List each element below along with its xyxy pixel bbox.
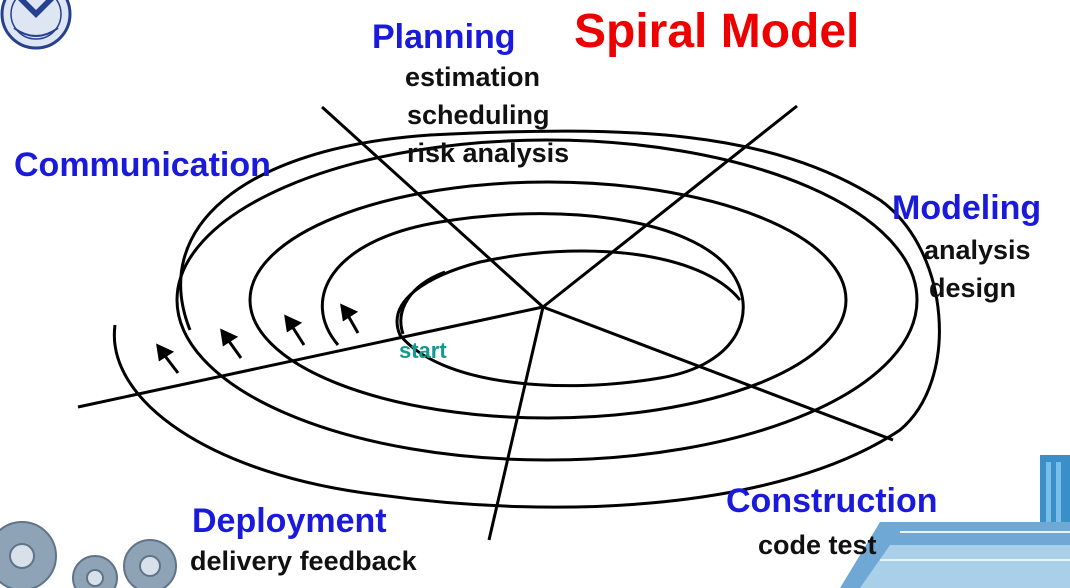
- university-logo-icon: [0, 0, 72, 50]
- axis-modeling: [542, 104, 798, 309]
- spiral-inner: [320, 212, 745, 388]
- axis-construction: [542, 305, 894, 442]
- axis-deployment: [487, 306, 545, 541]
- progress-arrows: [156, 303, 360, 374]
- building-icon: [840, 455, 1070, 588]
- spiral-curves: [112, 129, 941, 509]
- spiral-ring-2: [248, 180, 848, 420]
- axis-communication: [77, 305, 544, 409]
- axis-planning: [320, 105, 545, 309]
- planning-task-estimation: estimation: [405, 62, 541, 92]
- modeling-task-analysis: analysis: [924, 235, 1031, 265]
- phase-planning: Planning: [372, 18, 516, 56]
- start-label: start: [399, 338, 447, 363]
- phase-modeling: Modeling: [892, 189, 1042, 227]
- phase-deployment: Deployment: [192, 502, 387, 540]
- spiral-axes: [77, 104, 894, 541]
- phase-construction: Construction: [726, 482, 938, 520]
- spiral-ring-3: [175, 138, 919, 462]
- planning-task-scheduling: scheduling: [407, 100, 550, 130]
- modeling-task-design: design: [929, 273, 1017, 303]
- construction-task-code-test: code test: [758, 530, 877, 560]
- deployment-task-delivery-feedback: delivery feedback: [190, 546, 417, 576]
- start-hook: [399, 270, 446, 335]
- spiral-outer: [112, 129, 941, 509]
- gears-icon: [0, 521, 177, 588]
- phase-communication: Communication: [14, 146, 271, 184]
- planning-task-risk-analysis: risk analysis: [407, 138, 570, 168]
- page-title: Spiral Model: [574, 5, 860, 58]
